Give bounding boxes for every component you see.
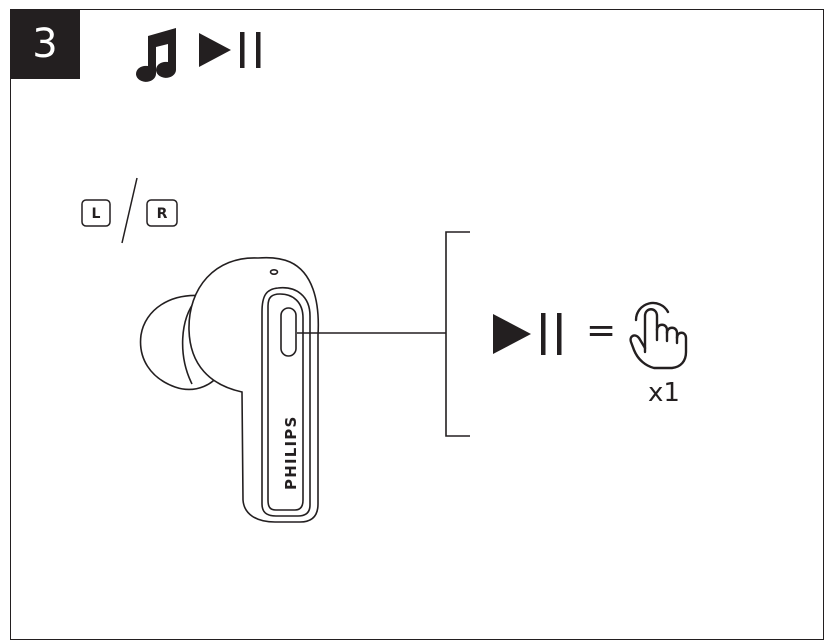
step-number: 3 <box>32 21 58 67</box>
illustration-frame <box>10 9 824 640</box>
earbud-illustration <box>139 256 320 523</box>
touch-sensor <box>280 307 297 357</box>
right-side-label: R <box>157 206 168 222</box>
tap-finger-icon <box>629 301 688 370</box>
side-divider <box>121 177 138 244</box>
play-pause-icon <box>199 32 261 68</box>
gesture-play-pause-icon <box>493 313 562 355</box>
step-number-badge: 3 <box>10 9 80 79</box>
earbud-stem-panel <box>261 287 311 517</box>
side-selector: L R <box>81 177 178 244</box>
bracket <box>445 231 470 437</box>
tap-count-label: x1 <box>648 378 680 408</box>
equals-sign: = <box>586 310 617 351</box>
music-note-icon <box>136 28 176 82</box>
left-side-label: L <box>92 206 101 222</box>
callout-bracket <box>297 231 470 437</box>
left-side-box <box>81 199 111 227</box>
brand-logo-text: PHILIPS <box>282 416 300 490</box>
mic-hole <box>269 268 279 275</box>
right-side-box <box>146 199 178 227</box>
